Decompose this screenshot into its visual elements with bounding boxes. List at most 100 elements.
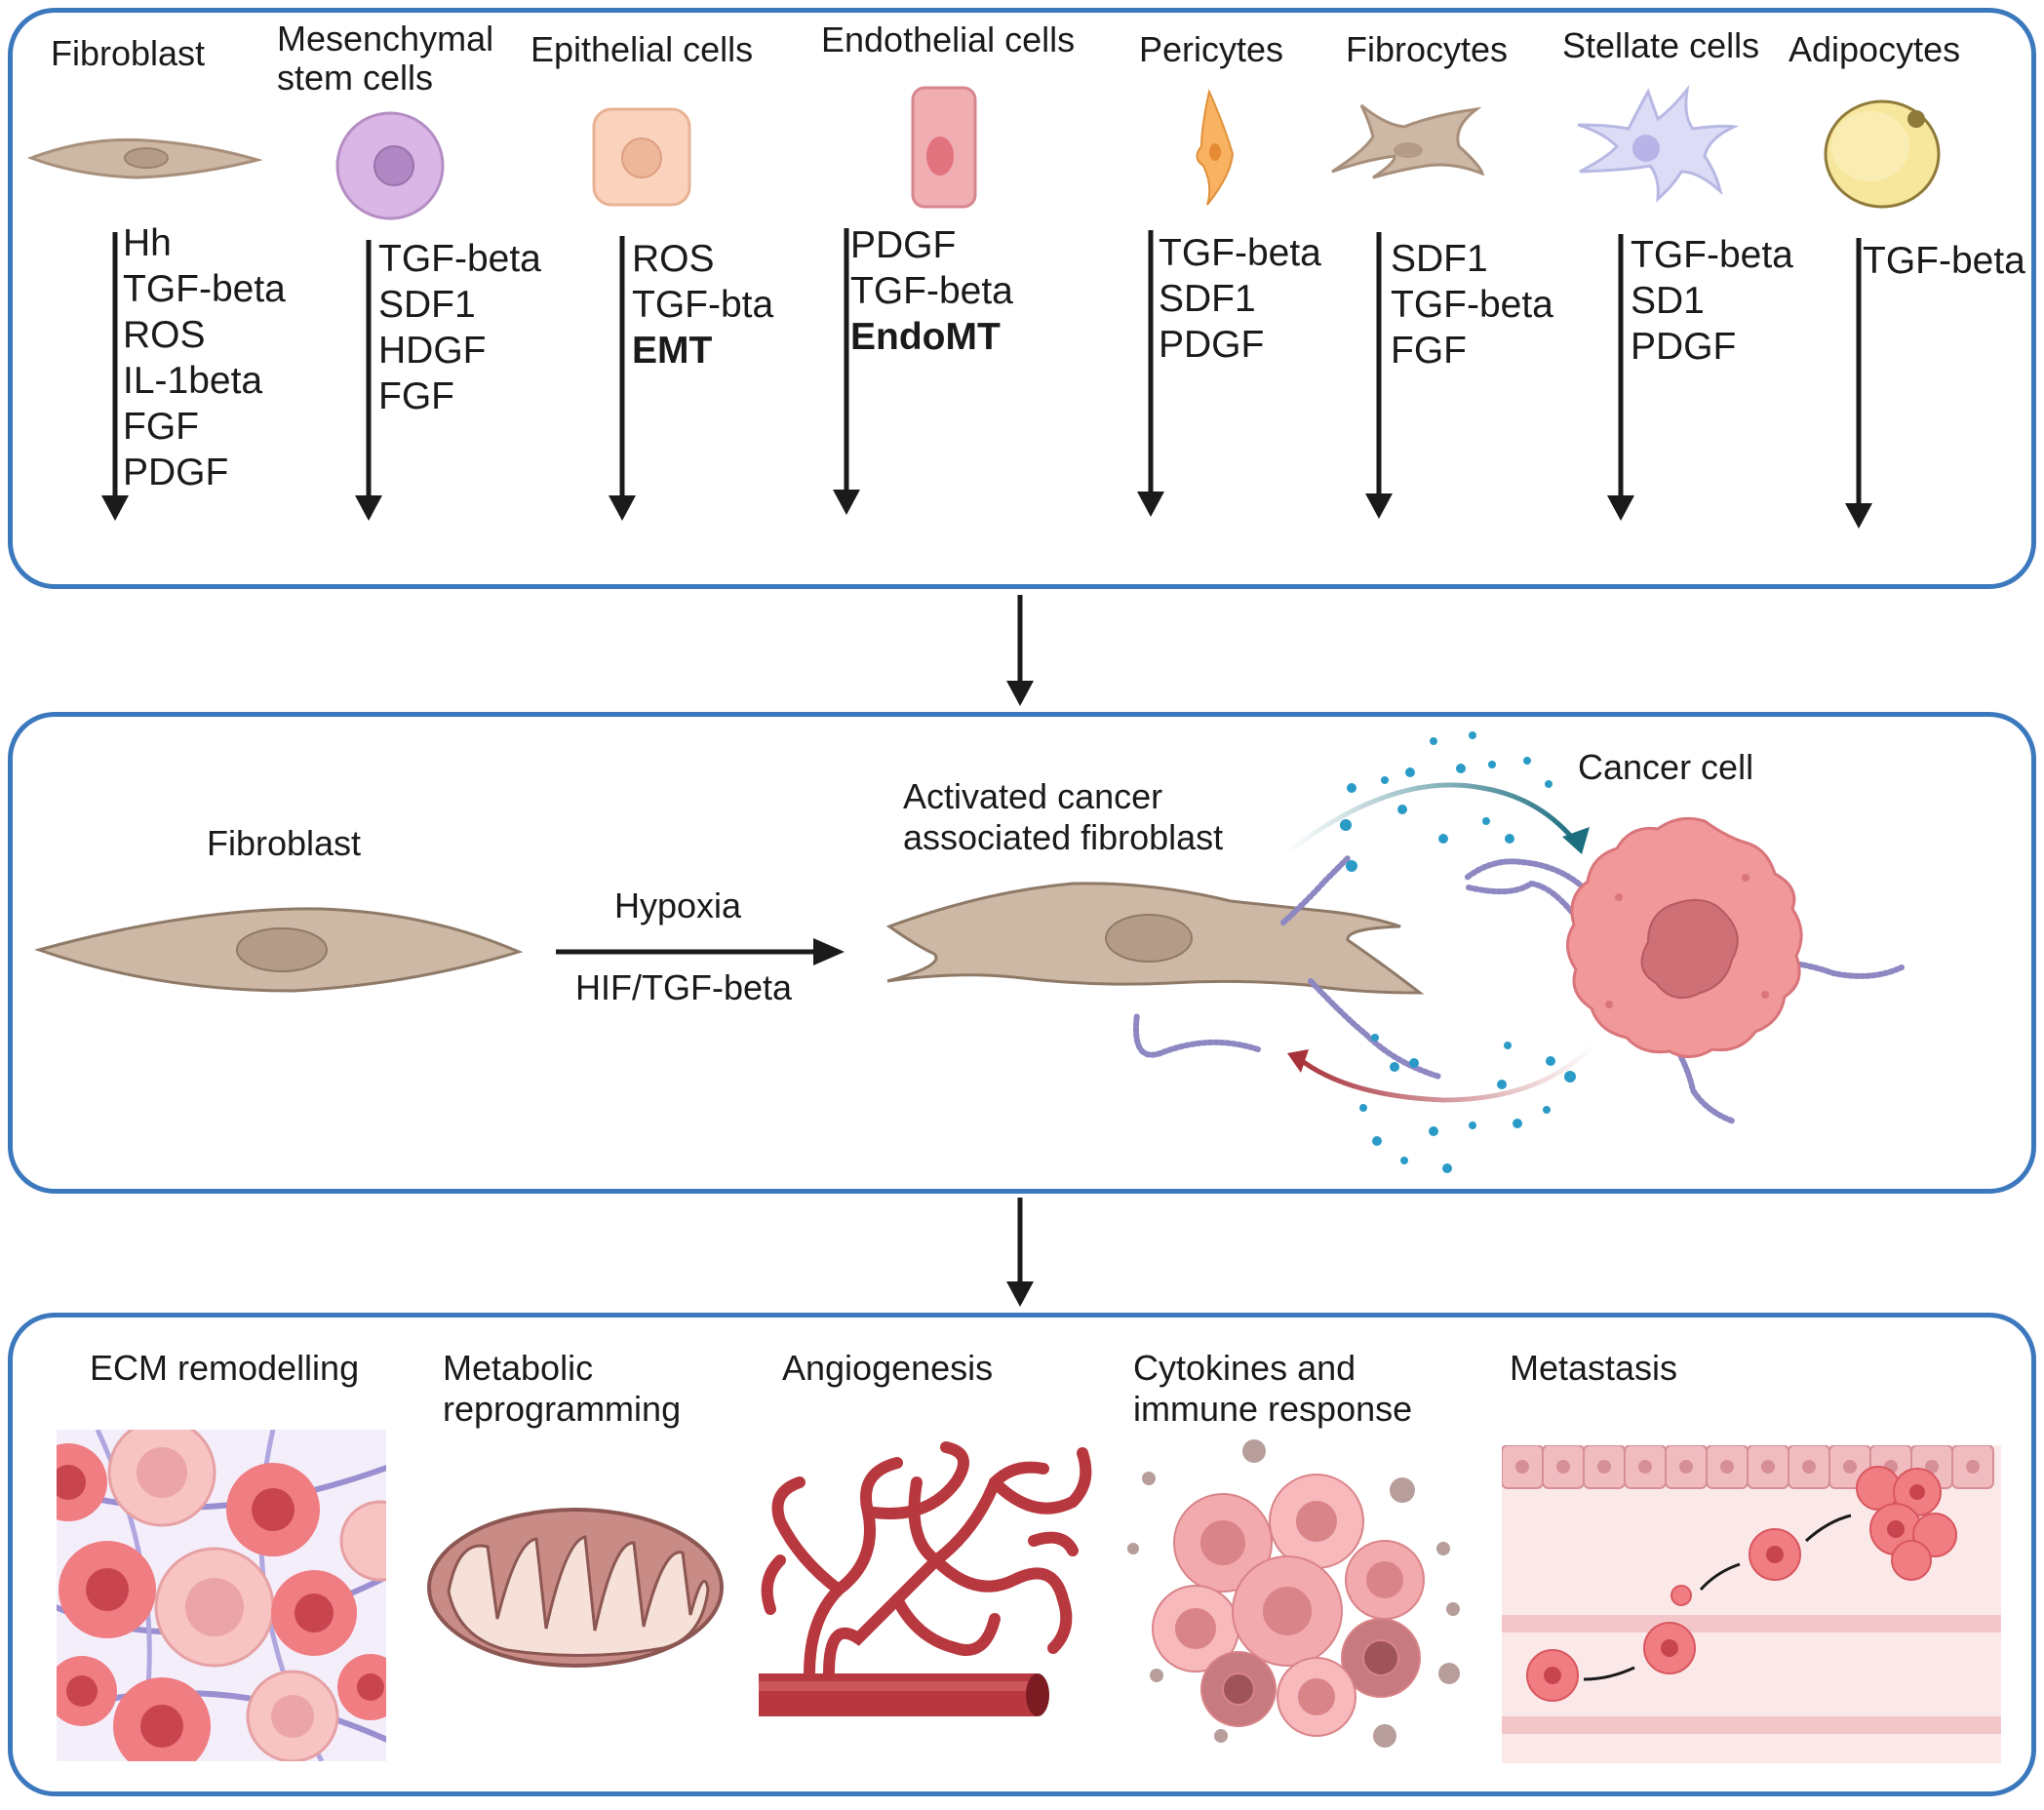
molecule [1430, 737, 1437, 745]
ecm-remodelling-icon [57, 1430, 386, 1761]
molecule [1400, 1157, 1408, 1164]
factor-item: PDGF [1631, 326, 1737, 368]
molecule [1469, 1121, 1476, 1129]
molecule [1545, 780, 1553, 788]
arrowhead-stellate [1607, 495, 1634, 521]
factor-item: HDGF [378, 330, 487, 372]
connector-arrowhead-1 [1006, 681, 1034, 706]
fiber [1308, 978, 1442, 1080]
arrowhead-msc [355, 495, 382, 521]
factor-list-stellate: TGF-beta SD1 PDGF [1631, 232, 1793, 370]
arrowhead-epithelial [609, 495, 636, 521]
factor-item: TGF-beta [1631, 234, 1793, 276]
epithelial-cell-icon [592, 107, 691, 207]
source-label-endothelial: Endothelial cells [821, 20, 1076, 59]
signal-arrow-to-caf [1295, 1042, 1597, 1103]
activation-arrow [556, 938, 845, 965]
factor-item: SD1 [1631, 280, 1705, 322]
molecule [1409, 1058, 1419, 1068]
source-label-fibrocytes: Fibrocytes [1346, 29, 1509, 69]
angiogenesis-icon [759, 1441, 1092, 1716]
caf-cell-icon [885, 882, 1425, 995]
factor-list-fibrocytes: SDF1 TGF-beta FGF [1391, 236, 1553, 374]
connector-arrowhead-2 [1006, 1281, 1034, 1307]
factor-list-adipocytes: TGF-beta [1863, 238, 2025, 284]
molecule [1340, 819, 1352, 831]
arrowhead-endothelial [833, 490, 860, 515]
molecule [1456, 764, 1466, 773]
fibrocyte-cell-icon [1331, 103, 1485, 179]
factor-item-emt: EMT [632, 330, 713, 372]
arrowhead-pericytes [1137, 492, 1164, 517]
molecule [1488, 761, 1496, 768]
factor-item: ROS [123, 314, 206, 356]
factor-list-endothelial: PDGF TGF-beta EndoMT [850, 222, 1013, 360]
fibroblast-large-icon [33, 907, 524, 993]
outcome-label-metastasis: Metastasis [1510, 1348, 1678, 1388]
molecule [1397, 805, 1407, 814]
arrowhead-fibroblast [101, 495, 129, 521]
factor-item: PDGF [1159, 324, 1265, 366]
factor-item-endomt: EndoMT [850, 316, 1001, 358]
molecule [1429, 1126, 1438, 1136]
factor-item: TGF-beta [850, 270, 1013, 312]
source-label-adipocytes: Adipocytes [1788, 29, 1961, 69]
factor-item: PDGF [123, 452, 229, 493]
factor-list-msc: TGF-beta SDF1 HDGF FGF [378, 236, 541, 419]
molecule [1482, 817, 1490, 825]
molecule [1504, 1042, 1512, 1049]
cell-origins-panel [8, 8, 2036, 589]
molecule [1381, 776, 1389, 784]
factor-item: PDGF [850, 224, 957, 266]
stellate-cell-icon [1577, 84, 1740, 203]
factor-item: IL-1beta [123, 360, 263, 402]
molecule [1438, 834, 1448, 844]
factor-item: SDF1 [1391, 238, 1488, 280]
molecule [1543, 1106, 1551, 1114]
outcome-label-metabolic: Metabolic reprogramming [443, 1348, 682, 1429]
factor-item: TGF-beta [123, 268, 286, 310]
source-label-msc: Mesenchymal stem cells [277, 19, 494, 98]
molecule [1513, 1119, 1522, 1128]
fibroblast-cell-icon [26, 138, 263, 179]
factor-item: SDF1 [378, 284, 476, 326]
factor-item: TGF-bta [632, 284, 774, 326]
signal-arrowhead-to-cancer [1562, 827, 1590, 854]
factor-item: FGF [123, 406, 199, 448]
factor-item: TGF-beta [1863, 240, 2025, 282]
signal-arrowhead-to-caf [1287, 1049, 1309, 1073]
endothelial-cell-icon [911, 86, 977, 209]
mesenchymal-stem-cell-icon [335, 111, 445, 220]
factor-list-fibroblast: Hh TGF-beta ROS IL-1beta FGF PDGF [123, 220, 286, 495]
molecule [1372, 1136, 1382, 1146]
signaling-molecules [1340, 731, 1576, 1173]
molecule [1405, 767, 1415, 777]
factor-list-epithelial: ROS TGF-bta EMT [632, 236, 773, 374]
molecule [1564, 1071, 1576, 1082]
source-label-fibroblast: Fibroblast [51, 33, 206, 73]
adipocyte-cell-icon [1824, 99, 1941, 209]
panel-connector-arrows [1006, 595, 1034, 1307]
caf-label: Activated cancer associated fibroblast [903, 776, 1224, 857]
molecule [1371, 1034, 1379, 1042]
source-label-pericytes: Pericytes [1139, 29, 1284, 69]
molecule [1546, 1056, 1555, 1066]
cytokines-icon [1127, 1439, 1460, 1748]
source-label-epithelial: Epithelial cells [531, 29, 754, 69]
factor-item: TGF-beta [1391, 284, 1553, 326]
factor-item: ROS [632, 238, 715, 280]
molecule [1497, 1080, 1507, 1089]
factor-item: SDF1 [1159, 278, 1256, 320]
arrowhead-fibrocytes [1365, 493, 1393, 519]
molecule [1469, 731, 1476, 739]
outcome-label-angiogenesis: Angiogenesis [782, 1348, 994, 1388]
cancer-cell-icon [1566, 816, 1803, 1058]
factor-item: TGF-beta [378, 238, 541, 280]
molecule [1390, 1062, 1399, 1072]
molecule [1523, 757, 1531, 765]
fiber [1280, 855, 1351, 925]
mitochondria-icon [427, 1508, 724, 1668]
factor-item: TGF-beta [1159, 232, 1321, 274]
molecule [1505, 834, 1514, 844]
